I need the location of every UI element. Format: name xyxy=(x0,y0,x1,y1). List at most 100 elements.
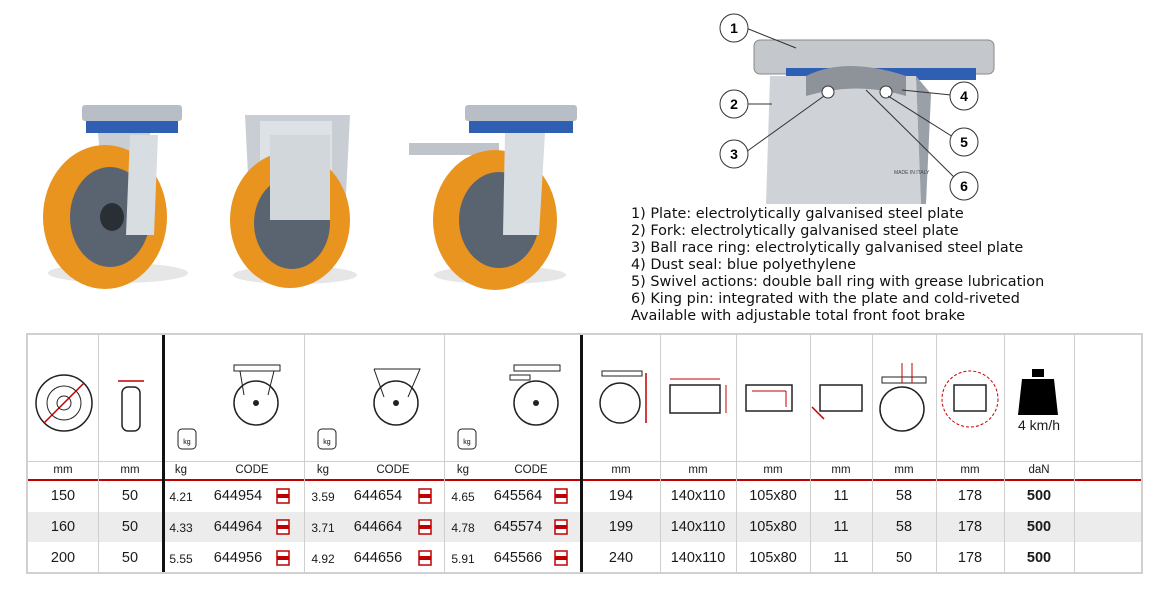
cell-d: 200 xyxy=(50,550,76,566)
callout-6: 6 xyxy=(960,178,968,194)
component-legend: 1) Plate: electrolytically galvanised st… xyxy=(631,206,1151,325)
brake-caster-image xyxy=(409,105,577,290)
svg-text:kg: kg xyxy=(463,439,471,446)
cell-d: 150 xyxy=(50,488,76,504)
cell-code1: 644964 xyxy=(213,519,263,535)
unit-label: mm xyxy=(763,464,783,476)
unit-label: kg xyxy=(316,464,330,476)
callout-2: 2 xyxy=(730,96,738,112)
cell-code3: 645574 xyxy=(493,519,543,535)
cell-kg1: 4.33 xyxy=(169,521,193,535)
col-separator-thick xyxy=(580,335,583,572)
pdf-download-icon[interactable] xyxy=(276,519,290,535)
cell-bolt: 11 xyxy=(833,519,849,535)
cell-kg1: 4.21 xyxy=(169,490,193,504)
unit-label: mm xyxy=(831,464,851,476)
weight-badge-1 xyxy=(177,428,197,450)
hole-spacing-icon xyxy=(745,384,793,412)
unit-label: mm xyxy=(894,464,914,476)
unit-label: mm xyxy=(611,464,631,476)
cell-code1: 644954 xyxy=(213,488,263,504)
col-separator xyxy=(660,335,661,572)
overall-height-icon xyxy=(599,370,647,424)
weight-badge-2 xyxy=(317,428,337,450)
cell-plate: 140x110 xyxy=(670,519,726,535)
load-capacity-cell: 4 km/h xyxy=(1004,335,1074,461)
cell-radius: 178 xyxy=(957,519,983,535)
pdf-download-icon[interactable] xyxy=(554,550,568,566)
cell-bolt: 11 xyxy=(833,550,849,566)
cell-code1: 644956 xyxy=(213,550,263,566)
cell-offset: 50 xyxy=(895,550,913,566)
callout-3: 3 xyxy=(730,146,738,162)
pdf-download-icon[interactable] xyxy=(276,488,290,504)
cross-section-diagram: 1 2 3 4 5 6 MADE IN ITALY xyxy=(719,13,995,204)
product-photos xyxy=(30,95,590,295)
cell-offset: 58 xyxy=(895,488,913,504)
cell-h: 194 xyxy=(608,488,634,504)
unit-label: kg xyxy=(456,464,470,476)
callout-5: 5 xyxy=(960,134,968,150)
weight-icon xyxy=(1018,369,1058,415)
cell-load: 500 xyxy=(1026,519,1052,535)
col-separator-thick xyxy=(162,335,165,572)
cell-load: 500 xyxy=(1026,488,1052,504)
callout-1: 1 xyxy=(730,20,738,36)
spec-table: kg kg kg xyxy=(26,333,1143,574)
unit-label: CODE xyxy=(376,464,410,476)
pdf-download-icon[interactable] xyxy=(554,519,568,535)
unit-label: mm xyxy=(53,464,73,476)
fixed-caster-icon: kg xyxy=(317,368,421,450)
speed-label: 4 km/h xyxy=(1017,417,1060,433)
col-separator xyxy=(304,335,305,572)
cell-offset: 58 xyxy=(895,519,913,535)
legend-line-4: 4) Dust seal: blue polyethylene xyxy=(631,257,856,273)
swivel-caster-icon: kg xyxy=(177,364,281,450)
cell-kg3: 5.91 xyxy=(451,552,475,566)
legend-line-3: 3) Ball race ring: electrolytically galv… xyxy=(631,240,1024,256)
cell-kg1: 5.55 xyxy=(169,552,193,566)
cell-code3: 645564 xyxy=(493,488,543,504)
cell-d: 160 xyxy=(50,519,76,535)
col-separator xyxy=(872,335,873,572)
cell-holes: 105x80 xyxy=(749,550,797,566)
pdf-download-icon[interactable] xyxy=(276,550,290,566)
cell-plate: 140x110 xyxy=(670,488,726,504)
col-separator xyxy=(1074,335,1075,572)
cell-code2: 644654 xyxy=(353,488,403,504)
cell-kg2: 3.71 xyxy=(311,521,335,535)
pdf-download-icon[interactable] xyxy=(418,550,432,566)
pdf-download-icon[interactable] xyxy=(418,519,432,535)
cell-w: 50 xyxy=(121,550,139,566)
swivel-caster-image xyxy=(43,105,188,289)
col-separator xyxy=(736,335,737,572)
callout-4: 4 xyxy=(960,88,968,104)
legend-line-5: 5) Swivel actions: double ball ring with… xyxy=(631,274,1045,290)
cell-kg2: 3.59 xyxy=(311,490,335,504)
pdf-download-icon[interactable] xyxy=(554,488,568,504)
wheel-diameter-icon xyxy=(35,374,93,432)
col-separator xyxy=(936,335,937,572)
callout-1-marker xyxy=(719,13,749,43)
cell-code3: 645566 xyxy=(493,550,543,566)
cell-w: 50 xyxy=(121,519,139,535)
col-separator xyxy=(1004,335,1005,572)
fixed-caster-image xyxy=(230,115,357,288)
unit-label: CODE xyxy=(235,464,269,476)
cell-kg2: 4.92 xyxy=(311,552,335,566)
cell-holes: 105x80 xyxy=(749,488,797,504)
legend-line-6: 6) King pin: integrated with the plate a… xyxy=(631,291,1020,307)
unit-label: mm xyxy=(120,464,140,476)
pdf-download-icon[interactable] xyxy=(418,488,432,504)
unit-label: mm xyxy=(688,464,708,476)
unit-label: CODE xyxy=(514,464,548,476)
col-separator xyxy=(444,335,445,572)
brake-caster-icon: kg xyxy=(457,364,561,450)
offset-icon xyxy=(879,363,927,432)
unit-label: daN xyxy=(1028,464,1050,476)
bolt-hole-icon xyxy=(811,384,863,420)
unit-label: kg xyxy=(174,464,188,476)
unit-label: mm xyxy=(960,464,980,476)
